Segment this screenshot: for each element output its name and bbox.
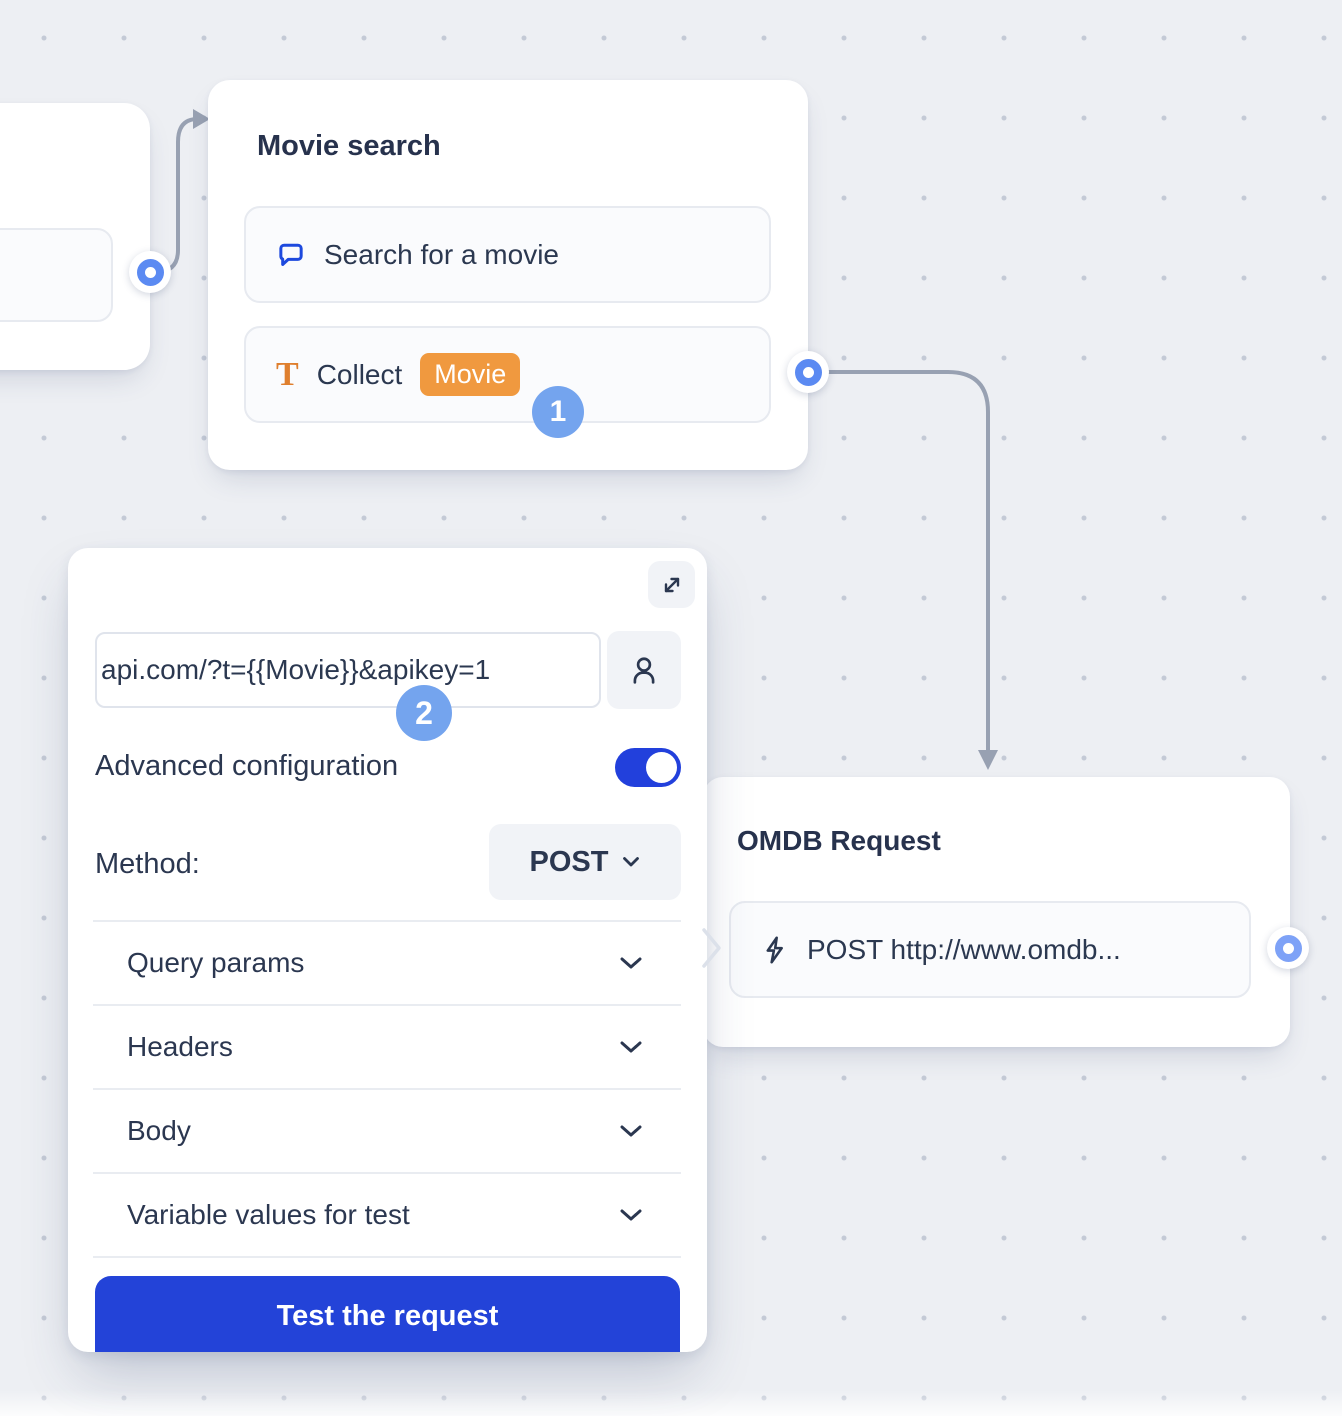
node-item-label: POST http://www.omdb... — [807, 933, 1121, 965]
config-sections: Query params Headers Body Variable value… — [93, 920, 681, 1258]
section-variable-values[interactable]: Variable values for test — [93, 1172, 681, 1258]
port-ring — [794, 358, 822, 386]
step-badge-1: 1 — [532, 386, 584, 438]
method-label: Method: — [95, 848, 200, 880]
output-port-omdb-request[interactable] — [1267, 927, 1309, 969]
omdb-input-port-caret — [702, 928, 721, 968]
user-variable-button[interactable] — [607, 631, 681, 709]
section-label: Body — [127, 1115, 191, 1146]
node-title-movie-search: Movie search — [257, 130, 441, 162]
section-label: Query params — [127, 947, 305, 978]
previous-node-card[interactable] — [0, 103, 150, 370]
chevron-down-icon — [619, 1040, 643, 1054]
chevron-down-icon — [619, 1208, 643, 1222]
webhook-config-panel[interactable]: api.com/?t={{Movie}}&apikey=1 Advanced c… — [68, 548, 707, 1352]
section-label: Headers — [127, 1031, 233, 1062]
section-body[interactable]: Body — [93, 1088, 681, 1172]
node-item-label: Search for a movie — [324, 238, 559, 270]
previous-node-item[interactable] — [0, 228, 113, 322]
node-item-omdb-post[interactable]: POST http://www.omdb... — [729, 901, 1251, 998]
output-port-movie-search[interactable] — [787, 351, 829, 393]
omdb-request-node-card[interactable]: OMDB Request POST http://www.omdb... — [703, 777, 1290, 1047]
step-badge-2: 2 — [396, 685, 452, 741]
connector-line-previous-to-movie-search — [148, 117, 198, 274]
toggle-knob — [646, 752, 677, 783]
expand-button[interactable] — [648, 561, 695, 608]
port-ring — [1274, 934, 1302, 962]
method-dropdown[interactable]: POST — [489, 824, 681, 900]
method-value: POST — [529, 845, 609, 878]
url-input[interactable]: api.com/?t={{Movie}}&apikey=1 — [95, 632, 601, 708]
section-query-params[interactable]: Query params — [93, 920, 681, 1004]
movie-search-node-card[interactable]: Movie search Search for a movie T Collec… — [208, 80, 808, 470]
node-item-search-for-movie[interactable]: Search for a movie — [244, 206, 771, 303]
output-port-previous-node[interactable] — [129, 251, 171, 293]
variable-badge-movie[interactable]: Movie — [420, 353, 521, 396]
connector-line-movie-search-to-omdb — [806, 370, 990, 754]
lightning-icon — [761, 935, 789, 965]
section-headers[interactable]: Headers — [93, 1004, 681, 1088]
node-item-collect-movie[interactable]: T Collect Movie — [244, 326, 771, 423]
section-label: Variable values for test — [127, 1199, 410, 1230]
user-icon — [630, 655, 658, 685]
text-variable-icon: T — [276, 355, 299, 393]
chevron-down-icon — [619, 1124, 643, 1138]
expand-icon — [659, 572, 685, 598]
chat-bubble-icon — [276, 240, 306, 270]
connector-arrowhead-down — [978, 750, 998, 770]
node-title-omdb-request: OMDB Request — [737, 825, 941, 856]
port-ring — [136, 258, 164, 286]
test-request-button[interactable]: Test the request — [95, 1276, 680, 1352]
advanced-configuration-toggle[interactable] — [615, 748, 681, 787]
url-input-value: api.com/?t={{Movie}}&apikey=1 — [101, 654, 491, 685]
chevron-down-icon — [622, 856, 640, 868]
advanced-configuration-label: Advanced configuration — [95, 750, 399, 782]
node-item-label: Collect — [316, 358, 403, 390]
chevron-down-icon — [619, 956, 643, 970]
